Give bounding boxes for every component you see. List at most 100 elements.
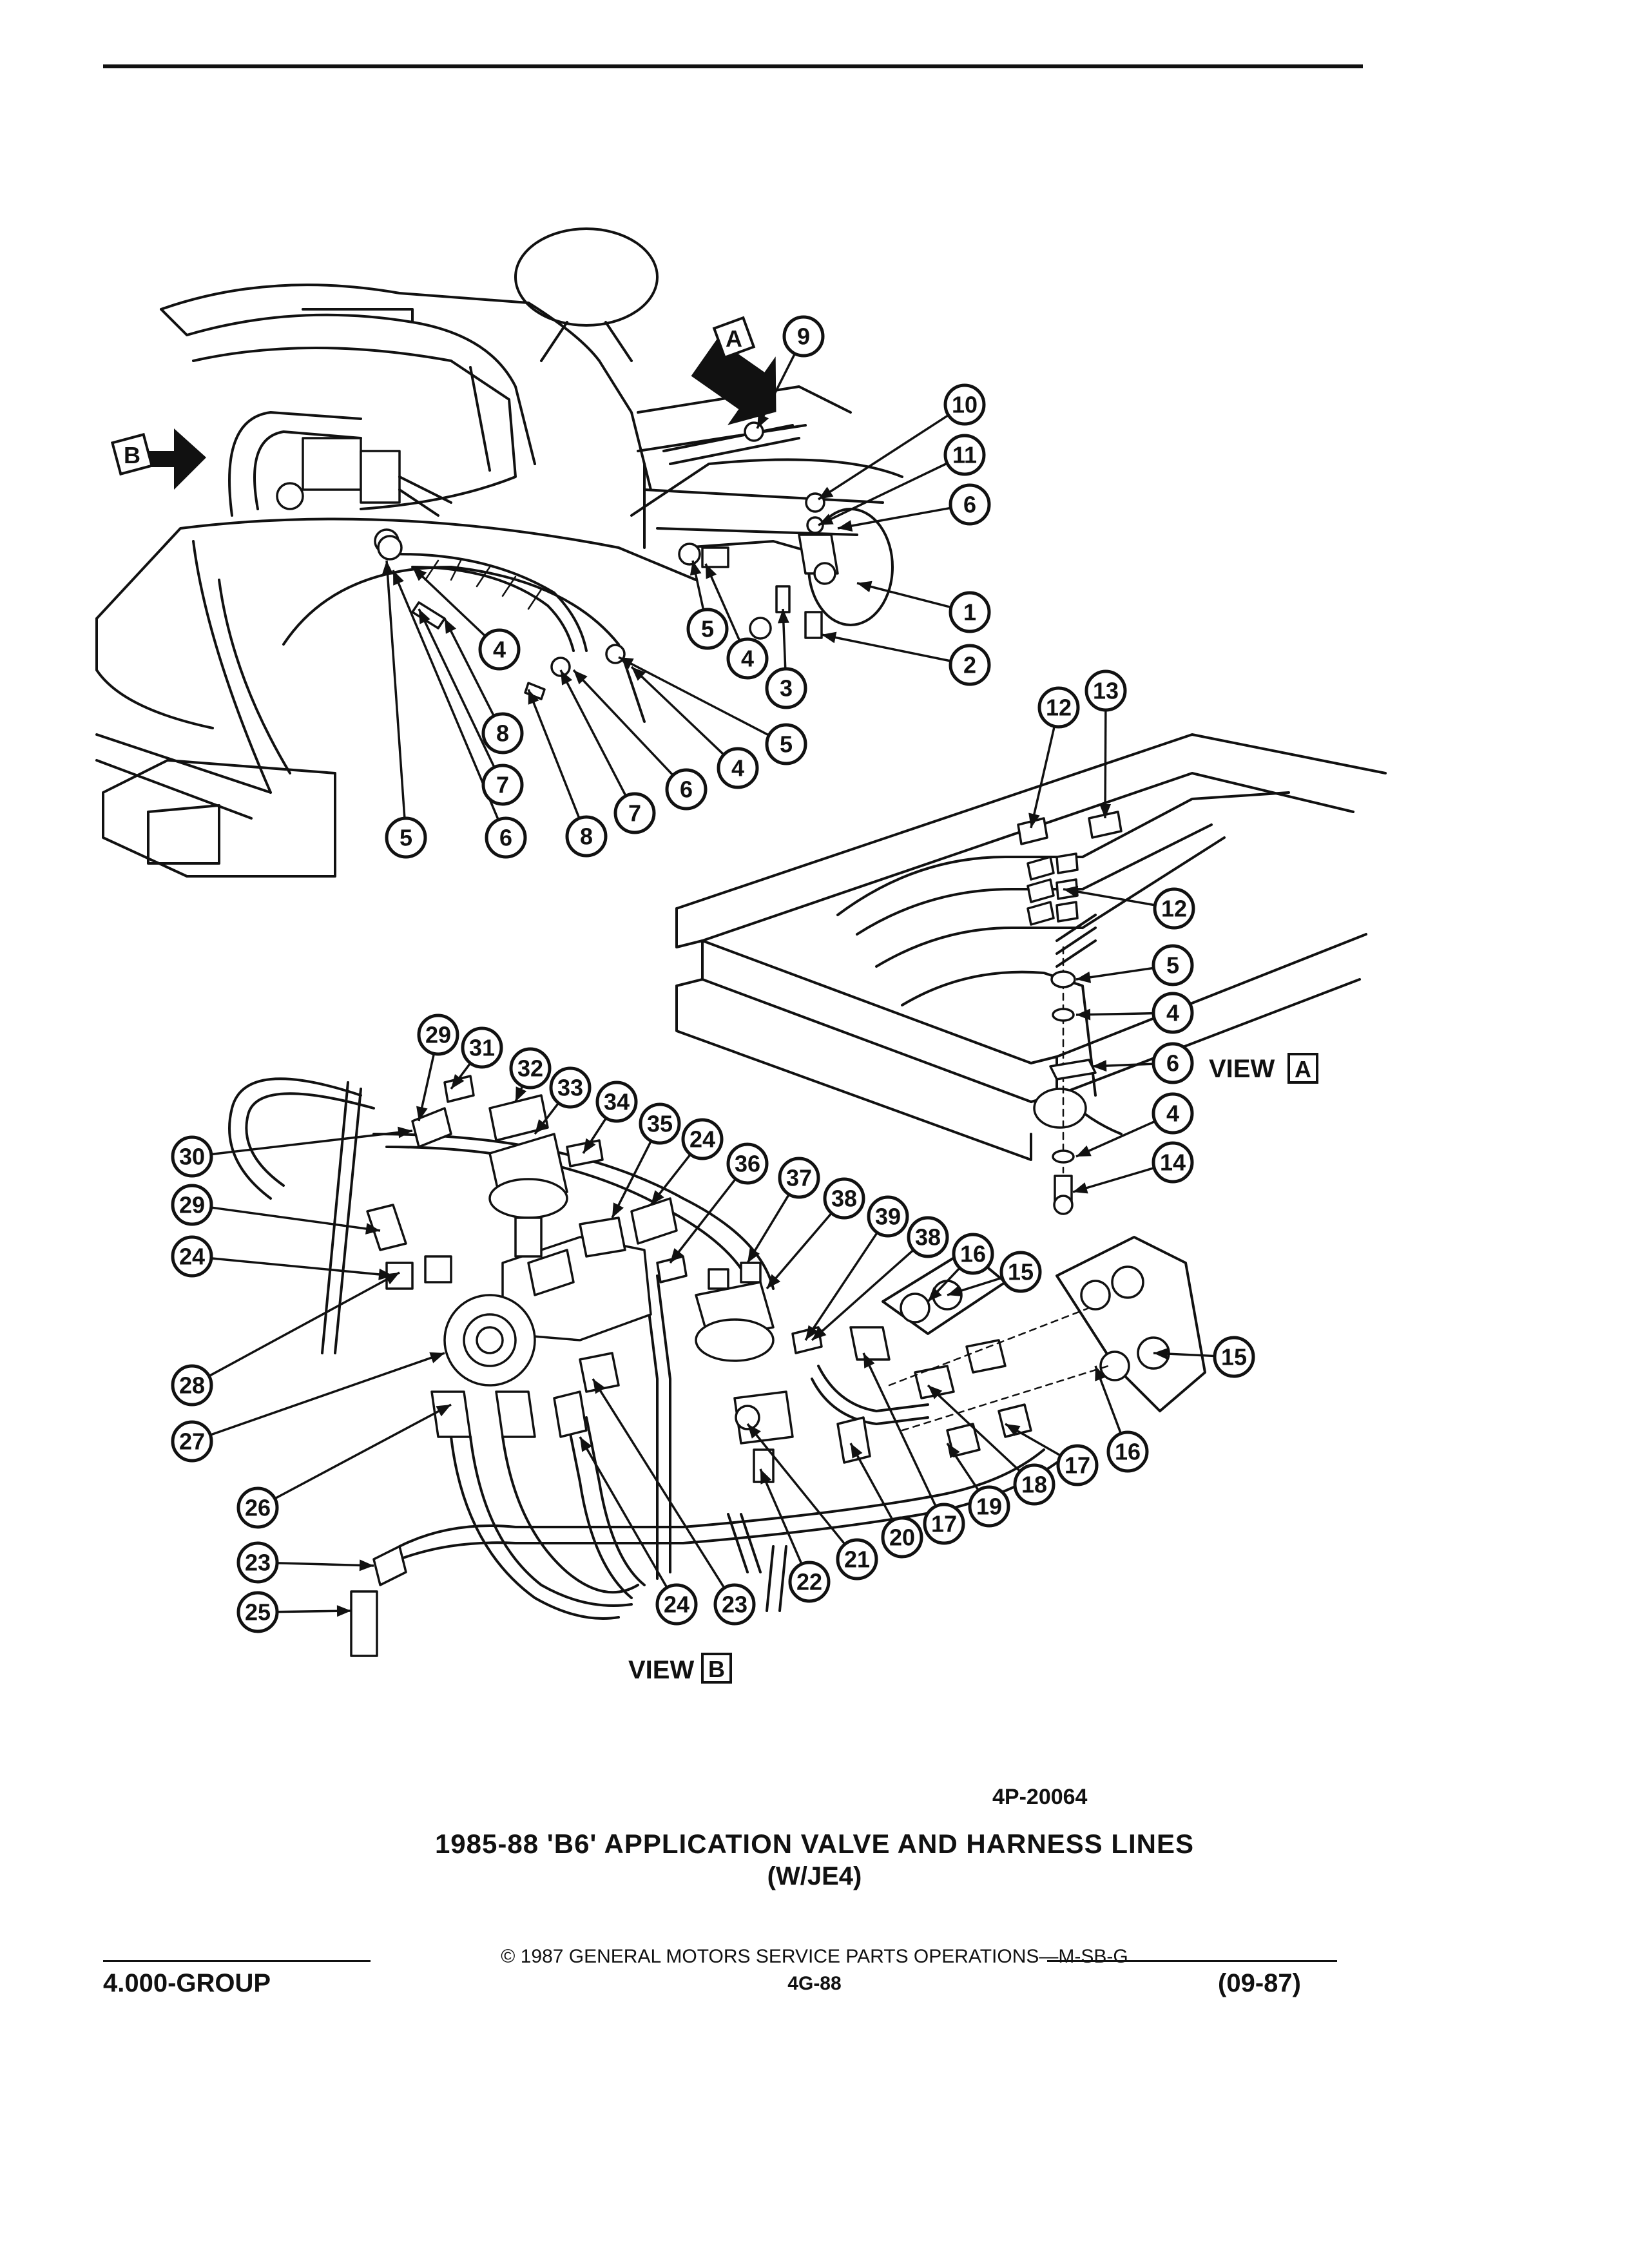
- callout-c36: 36: [669, 1142, 769, 1264]
- callout-circle: [949, 591, 991, 633]
- callout-circle: [949, 644, 991, 686]
- callout-circle: [765, 667, 807, 709]
- callout-number: 13: [1093, 678, 1119, 704]
- callout-circle: [565, 815, 608, 858]
- callout-leader: [1063, 888, 1155, 907]
- callout-arrowhead: [445, 619, 456, 634]
- callout-c38a: 38: [766, 1177, 865, 1290]
- callout-number: 5: [1166, 952, 1179, 979]
- callout-c5d: 5: [1075, 944, 1194, 986]
- callout-number: 6: [963, 492, 976, 518]
- callout-circle: [665, 768, 708, 811]
- callout-leader: [385, 560, 406, 819]
- callout-c2: 2: [821, 631, 991, 686]
- callout-c4d: 4: [1075, 992, 1194, 1034]
- callout-c8b: 8: [527, 689, 608, 858]
- view-b-arrow: B: [110, 428, 206, 490]
- callout-circle: [171, 1364, 213, 1407]
- callout-c15a: 15: [947, 1251, 1042, 1296]
- view-a-caption: VIEW A: [1209, 1053, 1318, 1084]
- callout-number: 7: [628, 800, 641, 827]
- callout-number: 29: [179, 1192, 205, 1218]
- callout-c21: 21: [746, 1423, 878, 1581]
- callout-number: 21: [844, 1546, 870, 1573]
- callout-arrowhead: [451, 1074, 465, 1089]
- callout-c17b: 17: [1005, 1423, 1099, 1486]
- callout-circle: [417, 1014, 459, 1056]
- callout-leader: [821, 633, 951, 662]
- callout-circle: [485, 816, 527, 859]
- callout-arrowhead: [706, 564, 717, 579]
- callout-c32: 32: [509, 1047, 552, 1102]
- callout-circle: [686, 608, 729, 650]
- callout-number: 26: [245, 1495, 271, 1521]
- footer-page-number: 4G-88: [787, 1973, 842, 1994]
- callout-circle: [999, 1251, 1042, 1293]
- callout-number: 15: [1221, 1344, 1247, 1370]
- callout-circle: [171, 1420, 213, 1463]
- callout-number: 23: [245, 1550, 271, 1576]
- figure-subtitle: (W/JE4): [767, 1862, 862, 1890]
- callout-leader: [818, 462, 948, 526]
- callout-arrowhead: [1076, 1008, 1091, 1021]
- callout-number: 35: [647, 1111, 673, 1137]
- callout-number: 23: [722, 1591, 747, 1618]
- reference-number: 4P-20064: [992, 1785, 1088, 1809]
- footer-rule-left: [103, 1960, 371, 1962]
- callout-c26: 26: [236, 1403, 452, 1529]
- callout-c34: 34: [582, 1081, 638, 1154]
- callout-leader: [837, 506, 951, 530]
- callout-circle: [481, 712, 524, 754]
- callout-circle: [943, 383, 986, 426]
- callout-arrowhead: [381, 561, 394, 575]
- callout-number: 12: [1161, 896, 1187, 922]
- callout-arrowhead: [516, 1086, 527, 1102]
- callout-c23a: 23: [236, 1541, 374, 1584]
- callout-arrowhead: [561, 670, 573, 686]
- callout-arrowhead: [822, 631, 837, 644]
- callout-circle: [681, 1118, 724, 1160]
- callout-circle: [171, 1184, 213, 1226]
- callout-c3: 3: [765, 608, 807, 709]
- view-a-label: VIEW: [1209, 1055, 1275, 1083]
- callout-circle: [1152, 1042, 1194, 1084]
- callout-arrowhead: [436, 1405, 451, 1417]
- callout-number: 37: [786, 1165, 812, 1191]
- callout-leader: [862, 1352, 937, 1507]
- callout-number: 4: [1166, 1000, 1179, 1026]
- callout-number: 17: [931, 1511, 957, 1537]
- callout-leader: [418, 608, 496, 768]
- callout-circle: [478, 628, 521, 671]
- callout-circle: [595, 1081, 638, 1123]
- callout-leader: [1104, 709, 1107, 819]
- callout-circle: [1153, 887, 1195, 930]
- callout-leader: [209, 1352, 445, 1436]
- callout-number: 24: [179, 1244, 205, 1270]
- callout-number: 38: [915, 1224, 941, 1251]
- callout-circle: [726, 637, 769, 680]
- callout-arrowhead: [593, 1379, 606, 1394]
- callout-number: 25: [245, 1599, 271, 1626]
- callout-c16b: 16: [1094, 1365, 1149, 1473]
- callout-circle: [867, 1195, 909, 1238]
- callout-arrowhead: [1073, 1182, 1088, 1194]
- callout-leader: [411, 566, 487, 637]
- callout-circle: [949, 483, 991, 526]
- callout-circle: [717, 747, 759, 789]
- callout-c31: 31: [450, 1026, 503, 1090]
- callout-circle: [765, 723, 807, 765]
- callout-c24c: 24: [579, 1436, 698, 1626]
- callout-arrowhead: [612, 1202, 624, 1218]
- callout-circle: [613, 792, 656, 834]
- callout-c15b: 15: [1153, 1336, 1255, 1378]
- callout-circle: [1037, 686, 1080, 729]
- callout-arrowhead: [1076, 971, 1092, 983]
- callout-arrowhead: [947, 1285, 963, 1296]
- callout-arrowhead: [1099, 803, 1112, 818]
- callout-leader: [766, 1212, 833, 1290]
- figure-title: 1985-88 'B6' APPLICATION VALVE AND HARNE…: [434, 1829, 1195, 1859]
- callout-arrowhead: [429, 1352, 445, 1363]
- callout-circle: [1056, 1444, 1099, 1486]
- callout-number: 29: [425, 1022, 451, 1048]
- callout-circle: [923, 1503, 965, 1545]
